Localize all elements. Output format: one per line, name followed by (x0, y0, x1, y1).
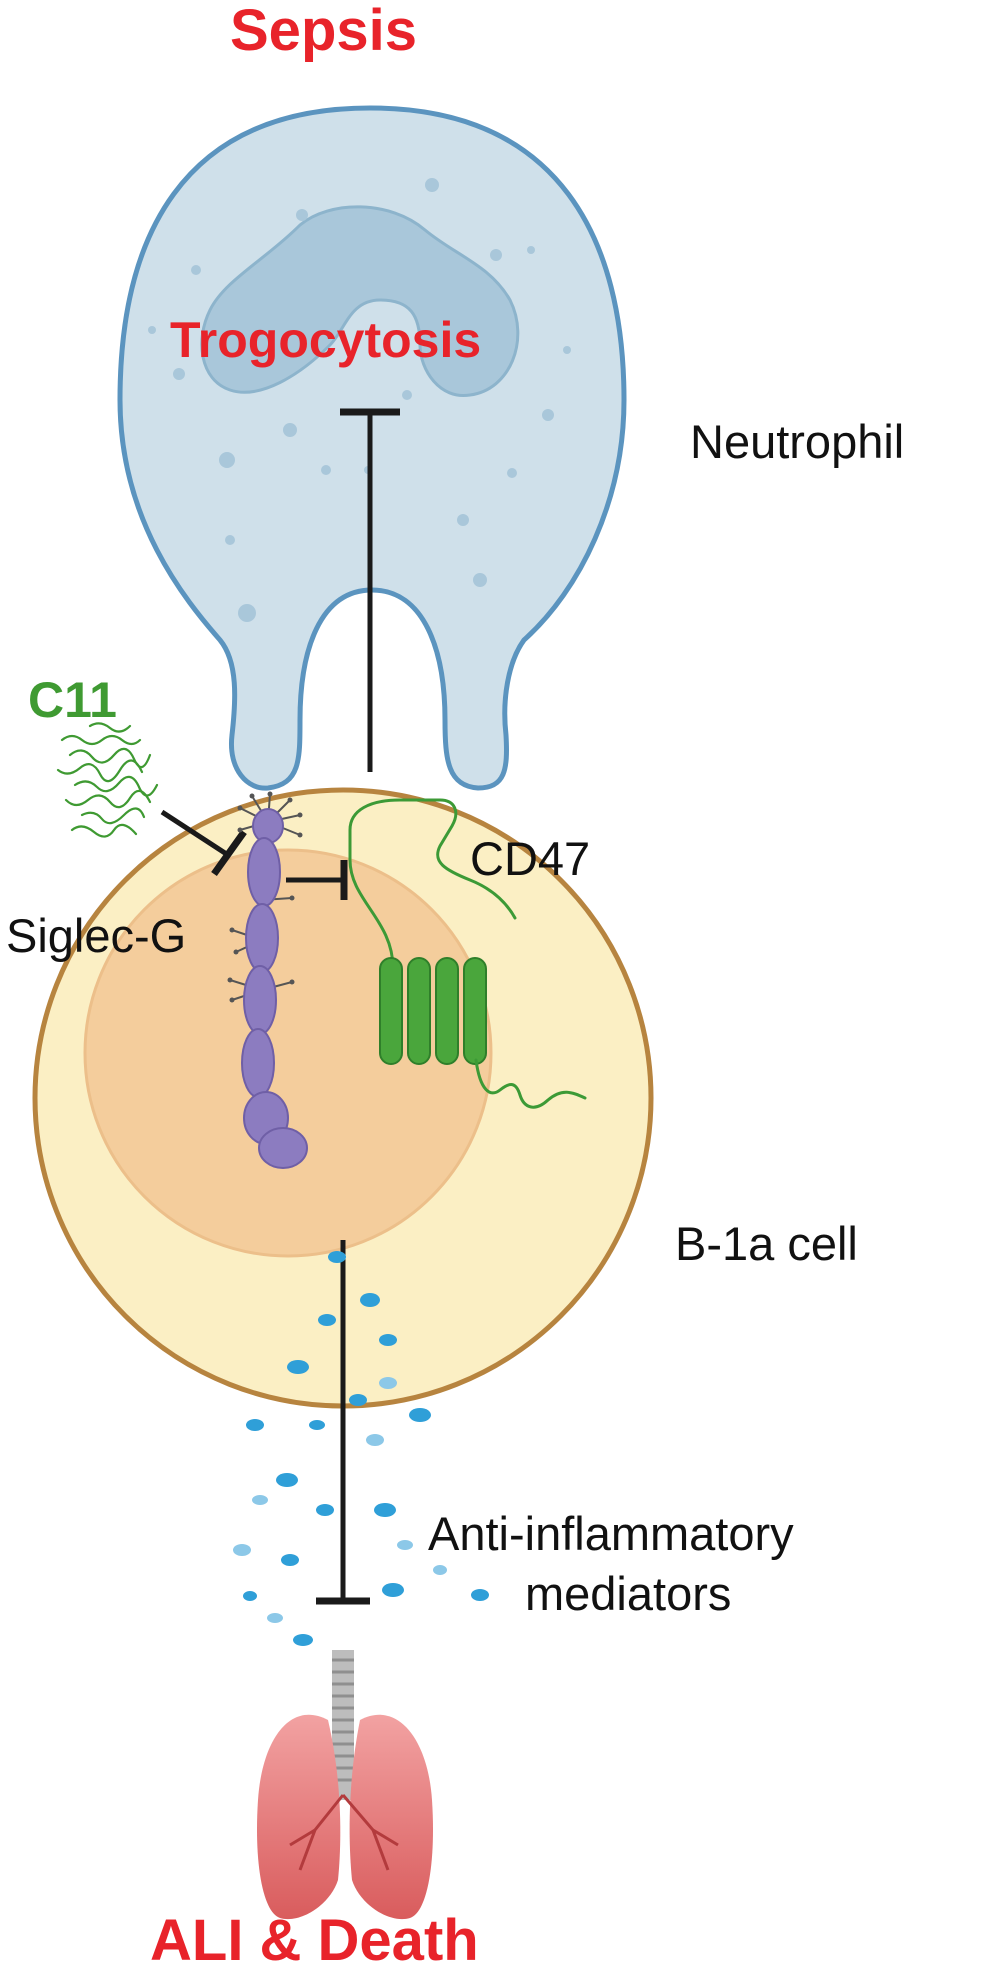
mediators-label-line2: mediators (525, 1567, 732, 1620)
ali-death-label: ALI & Death (150, 1908, 479, 1973)
siglec-g-receptor (227, 791, 308, 1169)
neutrophil-label: Neutrophil (690, 415, 905, 468)
c11-label: C11 (28, 672, 117, 728)
cd47-protein (348, 798, 587, 1109)
inhibit-trogocytosis-arrow (340, 408, 400, 772)
inhibit-ali-arrow (316, 1240, 370, 1605)
trogocytosis-label: Trogocytosis (170, 312, 482, 368)
sepsis-label: Sepsis (230, 0, 417, 63)
lungs-icon (256, 1650, 434, 1920)
cd47-label: CD47 (470, 832, 591, 885)
mediators-label-line1: Anti-inflammatory (428, 1507, 794, 1560)
mediator-droplets (233, 1251, 489, 1646)
c11-inhibit-arrow (160, 809, 247, 877)
c11-compound-glyph (56, 722, 159, 838)
neutrophil-nucleus (200, 205, 520, 397)
b1a-cell (32, 787, 654, 1409)
b1a-cell-label: B-1a cell (675, 1217, 858, 1270)
b1a-nucleus (83, 848, 493, 1258)
siglec-inhibit-cd47-arrow (286, 860, 348, 900)
neutrophil-granules (148, 178, 571, 622)
siglec-g-label: Siglec-G (6, 909, 187, 962)
